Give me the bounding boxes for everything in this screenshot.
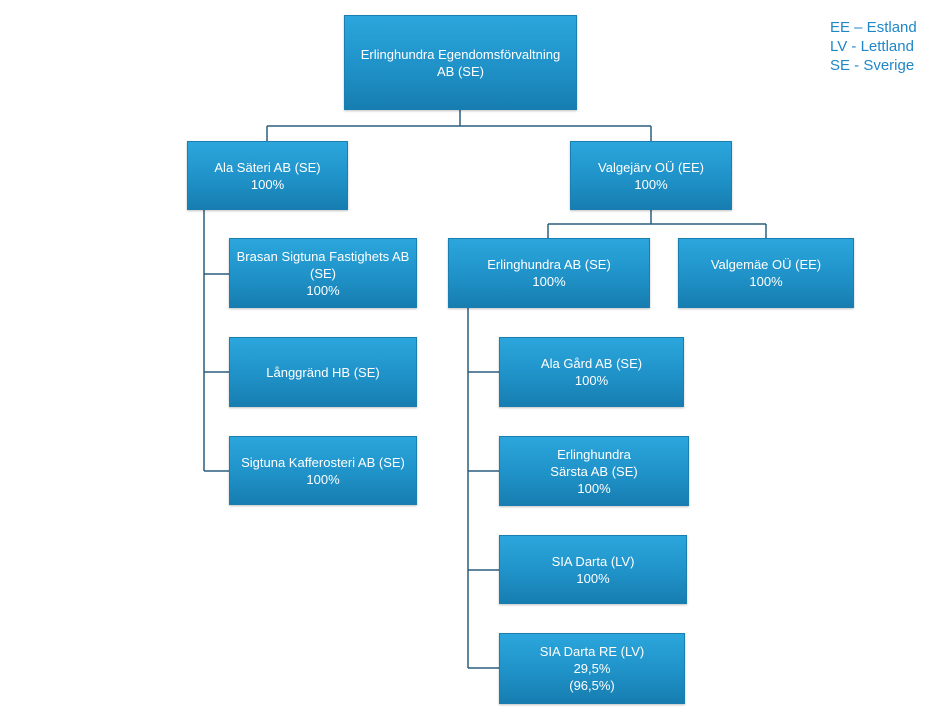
node-label: Valgejärv OÜ (EE) xyxy=(598,159,704,175)
node-percent: 100% xyxy=(577,480,611,496)
node-percent: 100% xyxy=(574,373,609,388)
node-percent: 100% xyxy=(306,282,340,298)
node-sia-darta-re: SIA Darta RE (LV) 29,5% (96,5%) xyxy=(499,633,685,704)
node-percent: 100% xyxy=(749,274,783,289)
node-erlinghundra-egendomsforvaltning: Erlinghundra Egendomsförvaltning AB (SE) xyxy=(344,15,577,110)
node-label: Sigtuna Kafferosteri AB (SE) xyxy=(241,454,405,470)
node-label: Särsta AB (SE) xyxy=(550,463,638,479)
node-percent: 100% xyxy=(250,176,285,192)
node-label: Långgränd HB (SE) xyxy=(266,364,380,380)
country-legend: EE – Estland LV - Lettland SE - Sverige xyxy=(830,18,917,75)
legend-item-se: SE - Sverige xyxy=(830,57,915,74)
node-ala-gard: Ala Gård AB (SE) 100% xyxy=(499,337,684,407)
node-erlinghundra-sarsta: Erlinghundra Särsta AB (SE) 100% xyxy=(499,436,689,506)
node-percent: 100% xyxy=(306,471,340,487)
legend-item-ee: EE – Estland xyxy=(830,19,917,36)
node-label: AB (SE) xyxy=(437,63,484,79)
node-label: Erlinghundra AB (SE) xyxy=(487,257,611,272)
node-percent: 29,5% xyxy=(573,661,611,676)
node-label: Valgemäe OÜ (EE) xyxy=(710,257,822,272)
node-langgrand: Långgränd HB (SE) xyxy=(229,337,417,407)
node-percent: 100% xyxy=(532,274,566,289)
node-erlinghundra-ab: Erlinghundra AB (SE) 100% xyxy=(448,238,650,308)
node-label: Ala Gård AB (SE) xyxy=(540,356,643,371)
node-label: (SE) xyxy=(310,265,336,281)
node-sia-darta: SIA Darta (LV) 100% xyxy=(499,535,687,604)
node-ala-sateri: Ala Säteri AB (SE) 100% xyxy=(187,141,348,210)
node-percent: (96,5%) xyxy=(569,678,615,693)
node-valgemae: Valgemäe OÜ (EE) 100% xyxy=(678,238,854,308)
node-percent: 100% xyxy=(576,570,610,586)
legend-item-lv: LV - Lettland xyxy=(830,38,914,55)
node-label: SIA Darta RE (LV) xyxy=(539,644,645,659)
node-label: Erlinghundra Egendomsförvaltning xyxy=(360,46,561,62)
node-brasan-sigtuna: Brasan Sigtuna Fastighets AB (SE) 100% xyxy=(229,238,417,308)
node-label: Erlinghundra xyxy=(557,446,631,462)
node-sigtuna-kafferosteri: Sigtuna Kafferosteri AB (SE) 100% xyxy=(229,436,417,505)
node-percent: 100% xyxy=(634,176,668,192)
node-label: Ala Säteri AB (SE) xyxy=(214,159,321,175)
node-label: Brasan Sigtuna Fastighets AB xyxy=(236,248,410,264)
node-label: SIA Darta (LV) xyxy=(551,553,635,569)
node-valgejarv: Valgejärv OÜ (EE) 100% xyxy=(570,141,732,210)
